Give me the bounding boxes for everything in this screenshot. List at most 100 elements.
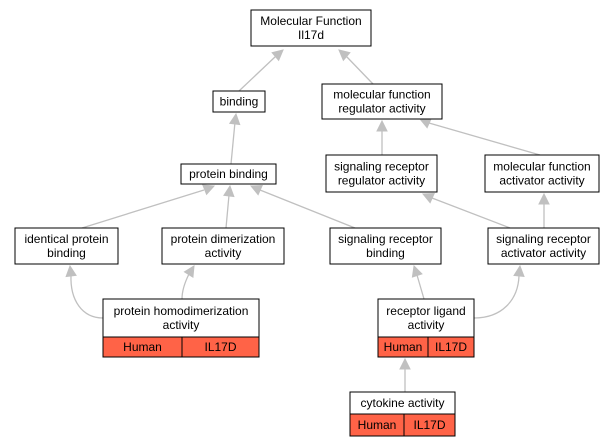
- node-box: [180, 163, 277, 185]
- annotation-row: Human IL17D: [349, 413, 456, 437]
- edge-line: [428, 122, 541, 156]
- edge-arrowhead: [338, 49, 351, 62]
- node-label-line: signaling receptor: [338, 232, 433, 246]
- node-label-line: binding: [47, 246, 86, 260]
- edge-receptor-ligand-activity-to-signaling-receptor-binding: [411, 264, 425, 300]
- edge-arrowhead: [202, 184, 216, 196]
- node-label-line: Molecular Function: [260, 14, 361, 28]
- node-label-line: protein homodimerization: [114, 304, 249, 318]
- node-label-line: identical protein: [24, 232, 108, 246]
- node-box: [212, 90, 266, 113]
- edge-identical-protein-binding-to-protein-binding: [81, 184, 216, 229]
- node-box: [329, 227, 442, 265]
- annotation-row: Human IL17D: [102, 336, 260, 358]
- edge-arrowhead: [399, 357, 411, 370]
- node-box: [377, 298, 475, 338]
- annotation-gene: IL17D: [413, 418, 445, 432]
- node-binding[interactable]: binding: [212, 90, 266, 113]
- edge-arrowhead: [376, 119, 388, 132]
- node-label-line: signaling receptor: [496, 232, 591, 246]
- node-protein-binding[interactable]: protein binding: [180, 163, 277, 185]
- annotation-species: Human: [358, 418, 397, 432]
- edge-line: [238, 55, 277, 92]
- edge-arrowhead: [421, 192, 435, 204]
- edge-signaling-receptor-regulator-activity-to-molecular-function-regulator-activity: [376, 119, 388, 155]
- edge-arrowhead: [538, 192, 550, 205]
- edge-signaling-receptor-activator-activity-to-molecular-function-activator-activity: [538, 192, 550, 228]
- edge-arrowhead: [228, 112, 241, 126]
- node-label-line: molecular function: [333, 88, 430, 102]
- node-label-line: Il17d: [298, 28, 324, 42]
- edge-protein-binding-to-binding: [228, 112, 241, 165]
- node-label-line: signaling receptor: [334, 160, 429, 174]
- annotation-species: Human: [123, 340, 162, 354]
- edge-arrowhead: [65, 264, 77, 278]
- edge-signaling-receptor-activator-activity-to-signaling-receptor-regulator-activity: [421, 192, 511, 229]
- edge-arrowhead: [249, 184, 263, 196]
- edge-protein-dimerization-activity-to-protein-binding: [223, 184, 235, 229]
- annotation-gene: IL17D: [204, 340, 236, 354]
- edge-arrowhead: [223, 184, 235, 198]
- node-label-line: protein dimerization: [171, 232, 276, 246]
- annotation-gene: IL17D: [435, 340, 467, 354]
- node-box: [487, 227, 600, 265]
- edge-line: [345, 55, 374, 85]
- node-label-line: activator activity: [501, 246, 586, 260]
- node-label-line: protein binding: [189, 167, 268, 181]
- edge-arrowhead: [271, 49, 284, 62]
- node-label-line: binding: [366, 246, 405, 260]
- node-box: [14, 227, 119, 265]
- annotation-box: [377, 336, 475, 358]
- edge-line: [70, 274, 104, 319]
- edge-signaling-receptor-binding-to-protein-binding: [249, 184, 356, 229]
- node-label-line: molecular function: [493, 160, 590, 174]
- annotation-row: Human IL17D: [377, 336, 475, 358]
- node-label-line: activator activity: [499, 174, 584, 188]
- annotation-box: [102, 336, 260, 358]
- node-box: [161, 227, 285, 265]
- edge-line: [259, 189, 356, 229]
- edge-line: [431, 197, 511, 229]
- node-box: [484, 154, 600, 193]
- edge-cytokine-activity-to-receptor-ligand-activity: [399, 357, 411, 392]
- node-label-line: activity: [163, 318, 200, 332]
- node-label-line: activity: [408, 318, 445, 332]
- edge-arrowhead: [183, 265, 195, 278]
- edge-molecular-function-regulator-activity-to-molecular-function: [338, 49, 374, 85]
- node-label-line: cytokine activity: [360, 396, 444, 410]
- edge-line: [181, 273, 190, 300]
- edge-arrowhead: [411, 264, 423, 278]
- edge-line: [473, 275, 520, 319]
- node-box: [321, 83, 443, 120]
- edge-protein-homodimerization-activity-to-identical-protein-binding: [65, 264, 104, 319]
- node-box: [325, 154, 438, 193]
- edge-arrowhead: [418, 117, 432, 129]
- annotation-box: [349, 413, 456, 437]
- edge-molecular-function-activator-activity-to-molecular-function-regulator-activity: [418, 117, 541, 156]
- node-box: [102, 298, 260, 338]
- node-label-line: activity: [205, 246, 242, 260]
- node-label-line: binding: [220, 95, 259, 109]
- edge-protein-homodimerization-activity-to-protein-dimerization-activity: [181, 265, 195, 300]
- edge-arrowhead: [513, 264, 525, 278]
- edge-line: [81, 189, 205, 229]
- edge-line: [225, 194, 230, 229]
- node-label-line: regulator activity: [338, 174, 425, 188]
- annotation-species: Human: [384, 340, 423, 354]
- node-label-line: receptor ligand: [386, 304, 465, 318]
- node-box: [250, 9, 372, 47]
